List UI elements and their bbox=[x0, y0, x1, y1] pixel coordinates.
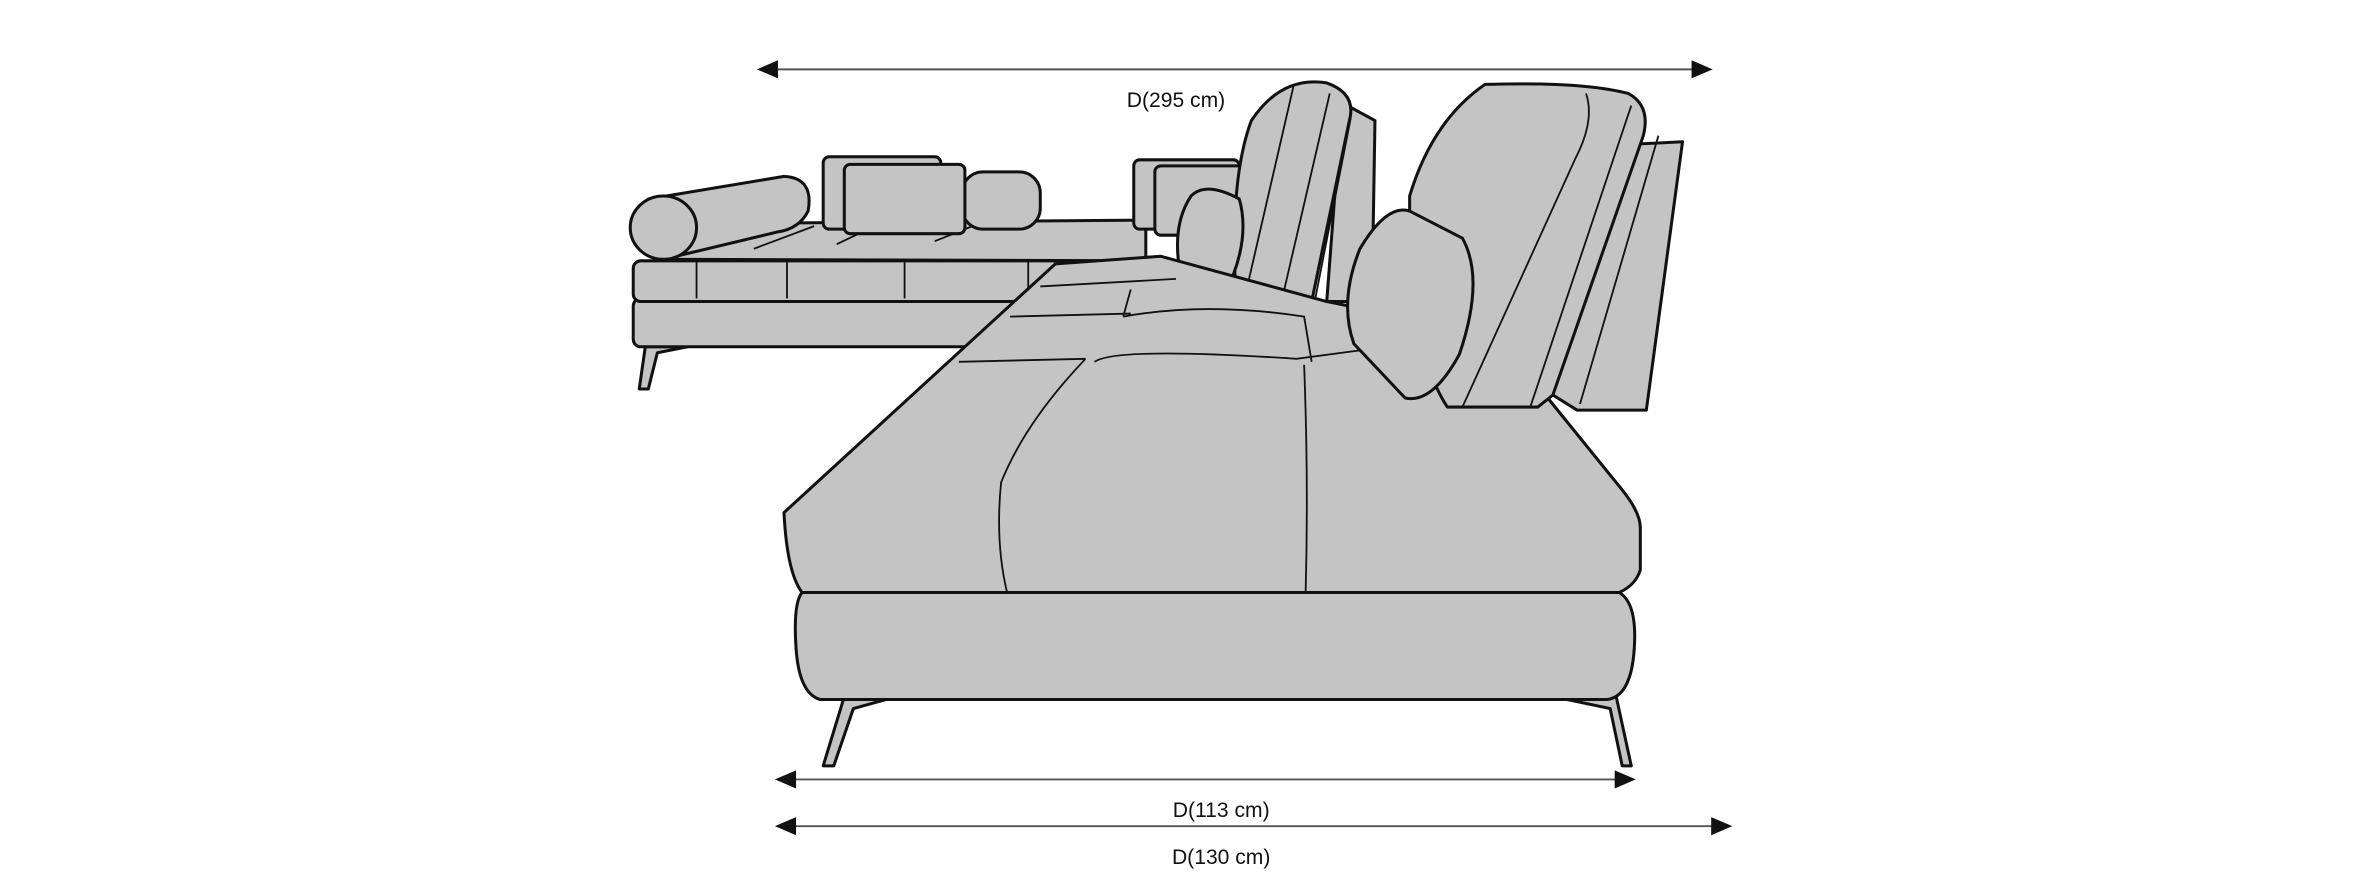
dimension-total: D(130 cm) bbox=[774, 817, 1733, 869]
bolster-roll bbox=[628, 194, 699, 261]
arrow-right-icon bbox=[1614, 770, 1636, 789]
arrow-right-icon bbox=[1711, 817, 1733, 836]
arrow-left-icon bbox=[774, 817, 797, 836]
dimension-overall: D(295 cm) bbox=[756, 60, 1713, 112]
arrow-right-icon bbox=[1691, 60, 1713, 79]
rear-sofa-section bbox=[628, 80, 1377, 391]
arrow-left-icon bbox=[774, 770, 797, 789]
total-depth-label: D(130 cm) bbox=[1172, 846, 1270, 869]
dimension-seat: D(113 cm) bbox=[774, 770, 1636, 822]
overall-depth-label: D(295 cm) bbox=[1127, 89, 1225, 112]
front-chaise-section bbox=[782, 82, 1685, 768]
seat-depth-label: D(113 cm) bbox=[1173, 799, 1270, 822]
arrow-left-icon bbox=[756, 60, 778, 79]
